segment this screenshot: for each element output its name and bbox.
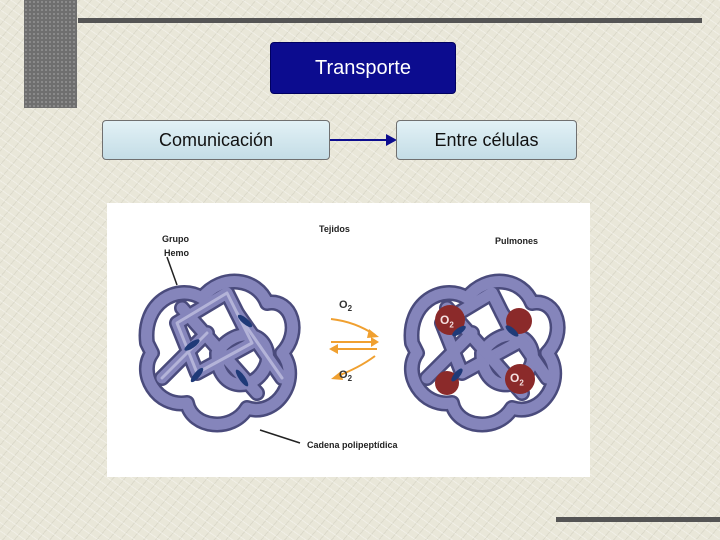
top-rule	[78, 18, 702, 23]
communication-label: Comunicación	[158, 129, 274, 150]
o2-bound-2: O2	[510, 371, 524, 388]
decorative-corner-block	[24, 0, 77, 108]
bottom-rule	[556, 517, 720, 522]
o2-bottom-label: O2	[339, 369, 353, 384]
connector-arrow-icon	[330, 134, 397, 146]
o2-top-label: O2	[339, 299, 353, 314]
communication-box: Comunicación	[102, 120, 330, 160]
title-text: Transporte	[315, 56, 411, 79]
o2-bound-1: O2	[440, 313, 454, 330]
oxyhemoglobin-molecule	[403, 273, 566, 433]
hemoglobin-figure: Grupo Hemo Tejidos Pulmones Cadena polip…	[107, 203, 590, 477]
between-cells-box: Entre células	[396, 120, 577, 160]
pulmones-label: Pulmones	[495, 236, 539, 246]
cadena-label: Cadena polipeptídica	[307, 440, 398, 450]
hemoglobin-illustration	[138, 256, 566, 444]
chain-pointer-line	[259, 429, 301, 444]
hemo-label: Hemo	[164, 248, 190, 258]
deoxyhemoglobin-molecule	[138, 273, 301, 433]
hemo-pointer-line	[166, 256, 178, 286]
between-cells-label: Entre células	[434, 129, 539, 150]
exchange-arrows-icon	[329, 318, 379, 380]
title-box: Transporte	[270, 42, 456, 94]
tejidos-label: Tejidos	[319, 224, 350, 234]
grupo-label: Grupo	[162, 234, 189, 244]
